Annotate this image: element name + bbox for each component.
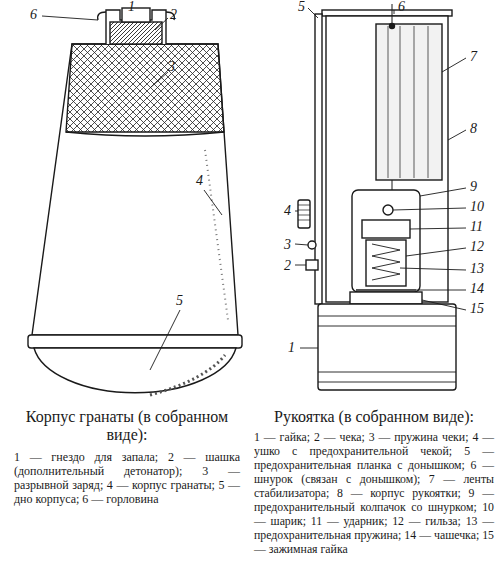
callout-number: 5 [298,0,305,14]
part-description: 3 — пружина чеки; [369,430,473,444]
callout-number: 11 [470,220,483,234]
callout-number: 9 [470,180,477,194]
callout-number: 13 [470,262,484,276]
callout-number: 8 [470,122,477,136]
callout-number: 4 [196,174,203,188]
part-description: 4 — корпус гранаты; [107,478,219,492]
part-description: 1 — гайка; [254,430,314,444]
callout-number: 4 [284,204,291,218]
caption-heading: Корпус гранаты (в собранном виде): [14,408,240,445]
callout-number: 6 [30,8,37,22]
parts-list: 1 — гнездо для запала; 2 — шашка (дополн… [14,450,240,507]
callout-number: 5 [176,294,183,308]
callout-number: 1 [288,341,295,355]
callout-number: 15 [470,302,484,316]
part-description: 11 — ударник; [311,514,392,528]
part-description: 6 — горловина [82,492,158,506]
callout-number: 3 [168,60,175,74]
caption-heading: Рукоятка (в собранном виде): [254,408,494,426]
callout-number: 12 [470,240,484,254]
callout-number: 2 [170,8,177,22]
handle [295,4,466,390]
callout-number: 1 [128,0,135,14]
callout-number: 2 [284,259,291,273]
grenade-body [28,8,242,395]
part-description: 8 — корпус рукоятки; [337,486,469,500]
parts-list: 1 — гайка; 2 — чека; 3 — пружина чеки; 4… [254,431,494,556]
part-description: 2 — чека; [314,430,369,444]
callout-number: 10 [470,200,484,214]
part-description: 14 — чашечка; [404,528,482,542]
part-description: 1 — гнездо для запала; [14,450,168,464]
callout-number: 6 [398,0,405,14]
callout-number: 3 [284,238,291,252]
part-description: 12 — гильза; [392,514,465,528]
callout-number: 7 [470,50,477,64]
callout-number: 14 [470,282,484,296]
